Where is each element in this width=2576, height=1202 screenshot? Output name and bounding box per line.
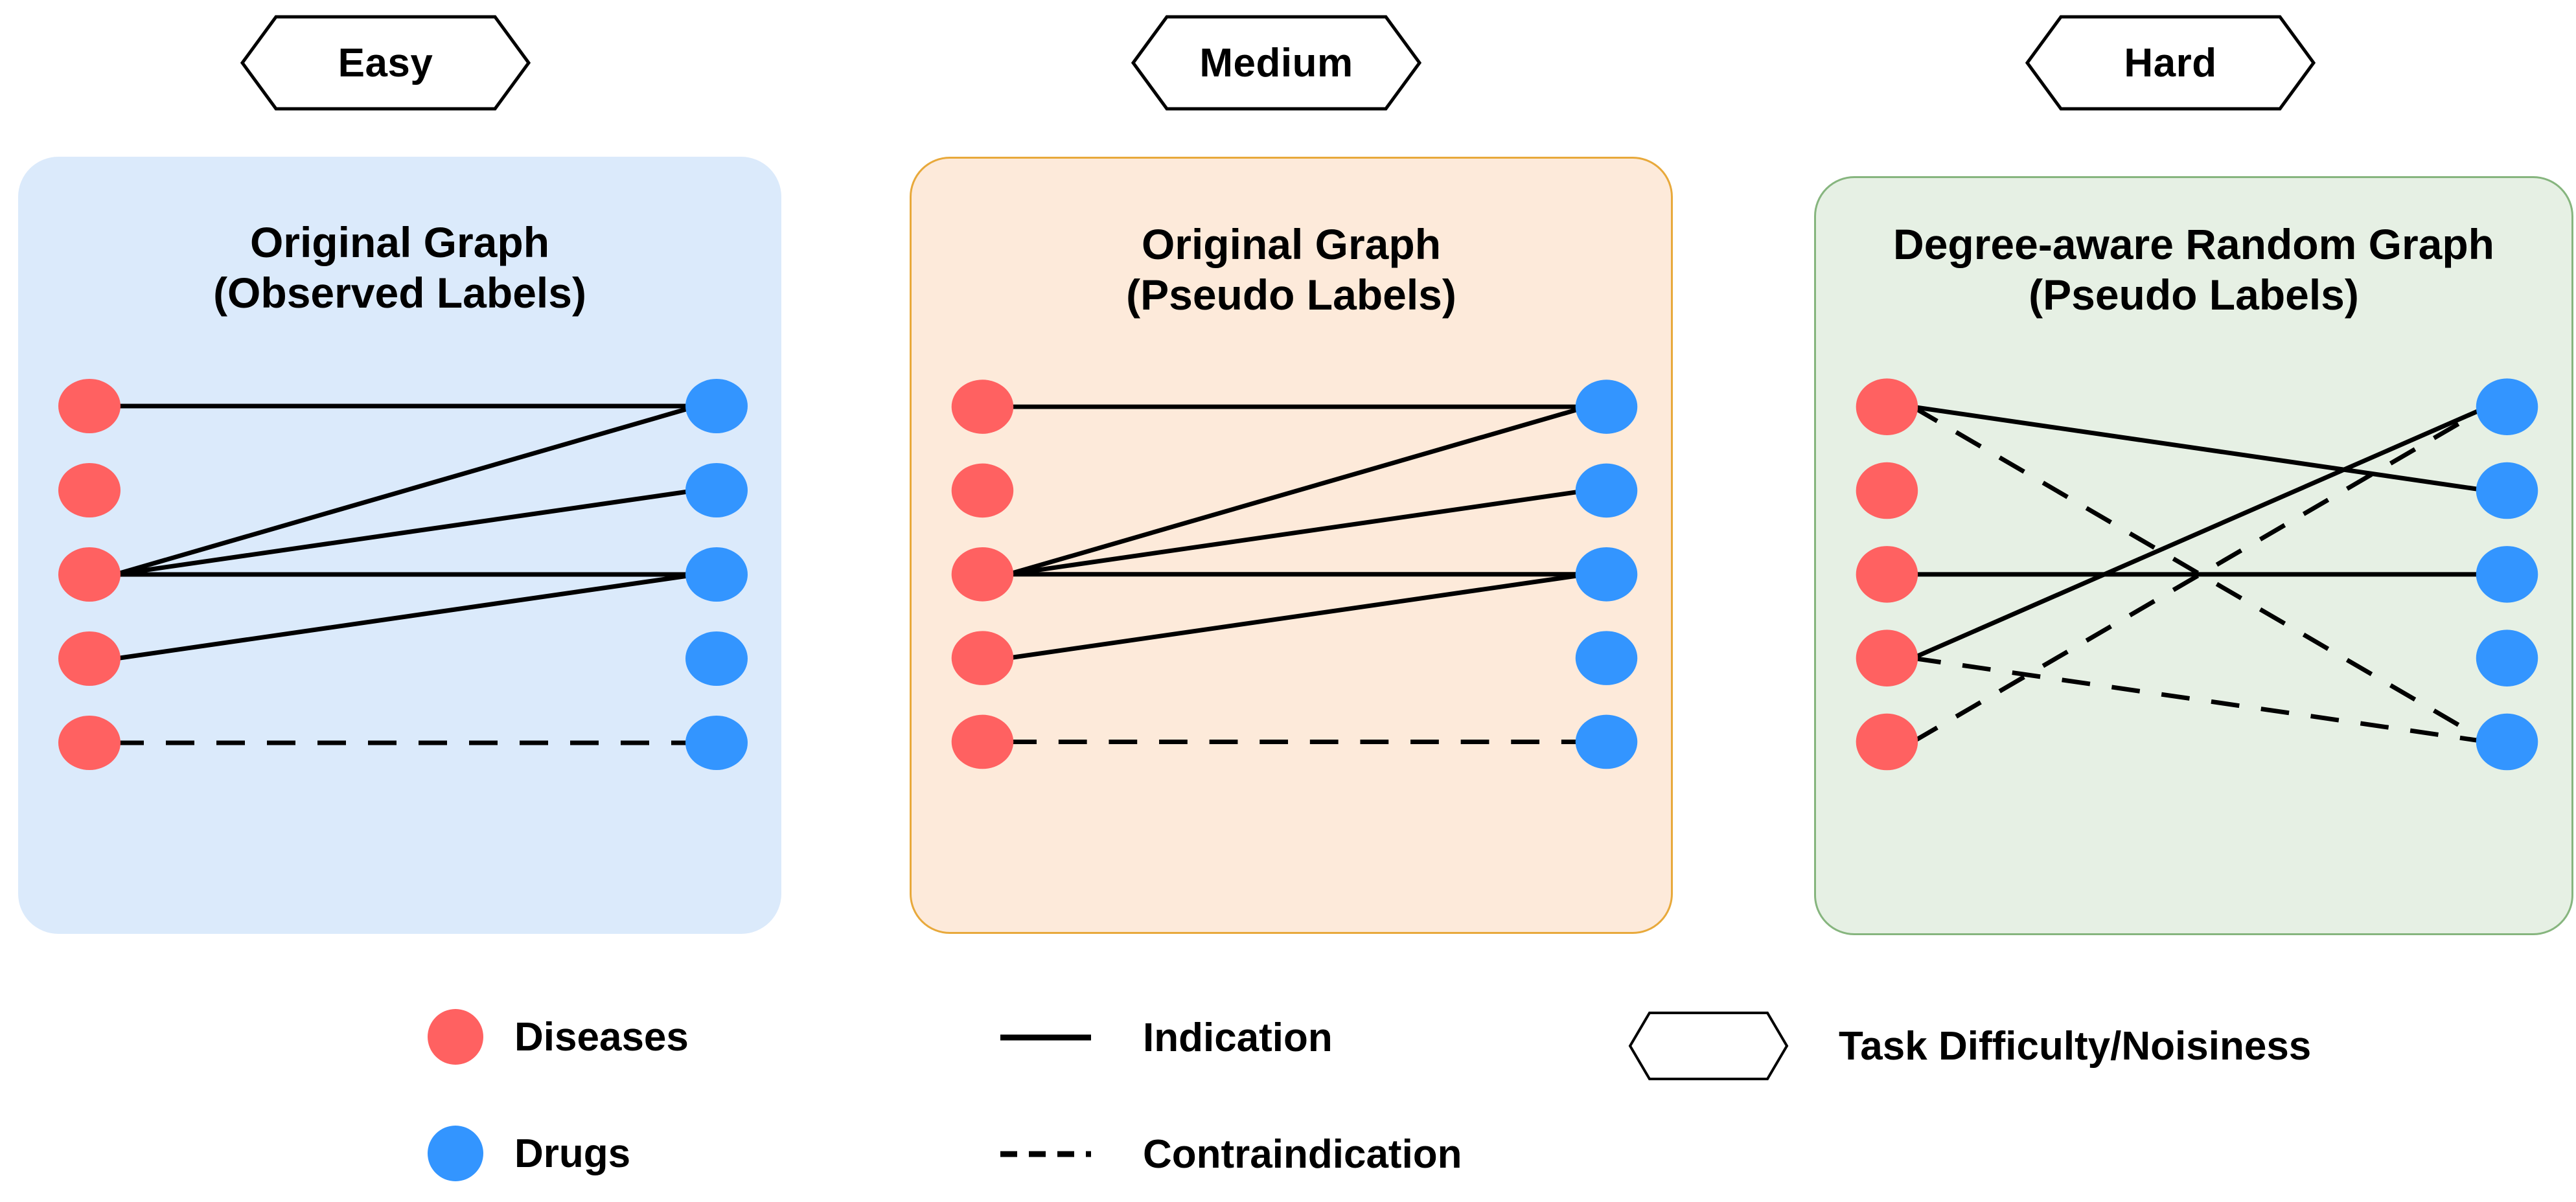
edge-contraindication <box>1911 405 2489 744</box>
drug-node <box>1575 714 1638 769</box>
disease-node <box>1856 629 1918 686</box>
legend-item-indication: Indication <box>998 1012 1333 1063</box>
panel-hard: Degree-aware Random Graph (Pseudo Labels… <box>1814 176 2573 935</box>
drug-node <box>2476 546 2538 603</box>
legend-item-difficulty: Task Difficulty/Noisiness <box>1627 1010 2311 1082</box>
disease-node <box>58 716 121 770</box>
drug-node-layer <box>685 379 748 770</box>
drug-node <box>2476 713 2538 771</box>
panel-title: Original Graph (Observed Labels) <box>213 218 586 317</box>
drug-node-layer <box>1575 380 1638 769</box>
disease-node <box>951 380 1014 434</box>
drug-node <box>1575 463 1638 518</box>
disease-node <box>951 463 1014 518</box>
legend-item-drugs: Drugs <box>428 1126 630 1181</box>
drug-node <box>1575 380 1638 434</box>
disease-node <box>951 714 1014 769</box>
disease-node <box>58 379 121 433</box>
bipartite-graph-hard <box>1856 378 2538 771</box>
drug-node <box>2476 462 2538 519</box>
solid-line-icon <box>998 1012 1094 1063</box>
difficulty-badge-medium: Medium <box>1131 14 1422 111</box>
disease-node <box>1856 378 1918 435</box>
drug-node-icon <box>428 1126 483 1181</box>
edge-indication <box>1007 572 1588 661</box>
edge-indication <box>115 488 698 577</box>
difficulty-badge-easy: Easy <box>240 14 531 111</box>
edge-layer <box>1911 404 2489 744</box>
hexagon-icon <box>1627 1010 1789 1082</box>
difficulty-badge-hard: Hard <box>2025 14 2316 111</box>
panel-title: Degree-aware Random Graph (Pseudo Labels… <box>1893 220 2494 319</box>
disease-node <box>58 547 121 602</box>
disease-node-layer <box>58 379 121 770</box>
drug-node <box>2476 378 2538 435</box>
edge-layer <box>1007 404 1588 744</box>
bipartite-graph-medium <box>951 380 1638 769</box>
edge-indication <box>1911 404 2489 661</box>
legend-label-diseases: Diseases <box>514 1014 689 1060</box>
disease-node <box>1856 546 1918 603</box>
disease-node-icon <box>428 1009 483 1065</box>
drug-node <box>685 631 748 686</box>
disease-node <box>58 463 121 517</box>
legend-label-indication: Indication <box>1143 1015 1333 1060</box>
edge-indication <box>115 403 698 577</box>
edge-indication <box>1912 404 2489 493</box>
panel-medium: Original Graph (Pseudo Labels) <box>910 157 1673 934</box>
drug-node <box>2476 629 2538 686</box>
disease-node-layer <box>951 380 1014 769</box>
drug-node-layer <box>2476 378 2538 771</box>
hexagon-icon <box>240 15 531 111</box>
edge-contraindication <box>1912 655 2489 744</box>
legend-label-difficulty: Task Difficulty/Noisiness <box>1839 1023 2312 1069</box>
difficulty-badge-label: Hard <box>2124 40 2217 85</box>
legend-label-drugs: Drugs <box>514 1131 631 1176</box>
panel-title: Original Graph (Pseudo Labels) <box>1126 220 1456 319</box>
edge-contraindication <box>1911 405 2489 744</box>
hexagon-icon <box>2025 15 2316 111</box>
difficulty-badge-label: Medium <box>1199 40 1353 85</box>
disease-node <box>951 547 1014 602</box>
edge-indication <box>115 572 698 661</box>
drug-node <box>1575 547 1638 602</box>
drug-node <box>685 547 748 602</box>
disease-node <box>58 631 121 686</box>
edge-layer <box>115 403 698 745</box>
difficulty-badge-label: Easy <box>338 40 433 85</box>
disease-node <box>1856 713 1918 771</box>
legend-label-contraindication: Contraindication <box>1143 1131 1462 1177</box>
drug-node <box>685 379 748 433</box>
legend-item-diseases: Diseases <box>428 1009 689 1065</box>
panel-easy: Original Graph (Observed Labels) <box>18 157 781 934</box>
edge-indication <box>1007 404 1588 577</box>
disease-node <box>951 631 1014 685</box>
drug-node <box>685 463 748 517</box>
hexagon-icon <box>1131 15 1422 111</box>
bipartite-graph-easy <box>58 379 748 770</box>
drug-node <box>1575 631 1638 685</box>
edge-indication <box>1007 488 1588 577</box>
disease-node-layer <box>1856 378 1918 771</box>
legend-item-contraindication: Contraindication <box>998 1128 1462 1180</box>
dashed-line-icon <box>998 1128 1094 1180</box>
disease-node <box>1856 462 1918 519</box>
drug-node <box>685 716 748 770</box>
